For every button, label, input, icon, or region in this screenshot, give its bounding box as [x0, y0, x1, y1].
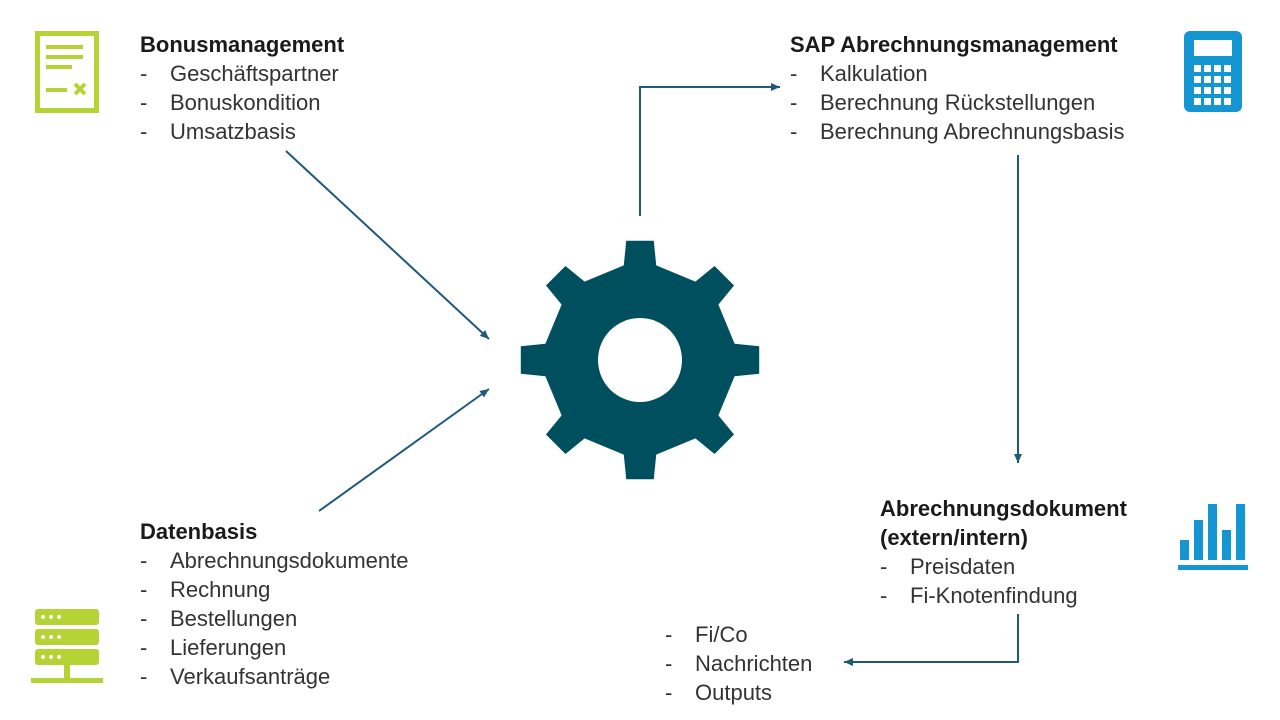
- bonus-title: Bonusmanagement: [140, 32, 345, 57]
- bonus-block: Bonusmanagement -Geschäftspartner -Bonus…: [140, 30, 344, 146]
- list-item: -Berechnung Rückstellungen: [790, 90, 1096, 115]
- list-item: -Lieferungen: [140, 635, 287, 660]
- list-item: -Kalkulation: [790, 61, 928, 86]
- calculator-icon: [1184, 31, 1242, 112]
- daten-block: Datenbasis -Abrechnungsdokumente -Rechnu…: [140, 517, 409, 691]
- list-item: -Bonuskondition: [140, 90, 321, 115]
- list-item: -Preisdaten: [880, 554, 1016, 579]
- list-item: -Outputs: [665, 680, 773, 705]
- arrow-bonus-to-gear: [285, 150, 490, 340]
- abr-title-line2: (extern/intern): [880, 525, 1028, 550]
- outputs-list: -Fi/Co -Nachrichten -Outputs: [665, 620, 812, 707]
- list-item: -Abrechnungsdokumente: [140, 548, 409, 573]
- gear-icon: [520, 240, 760, 480]
- list-item: -Berechnung Abrechnungsbasis: [790, 119, 1125, 144]
- arrow-daten-to-gear: [318, 388, 490, 512]
- list-item: -Nachrichten: [665, 651, 813, 676]
- list-item: -Verkaufsanträge: [140, 664, 331, 689]
- daten-list: -Abrechnungsdokumente -Rechnung -Bestell…: [140, 546, 409, 691]
- list-item: -Rechnung: [140, 577, 271, 602]
- sap-block: SAP Abrechnungsmanagement -Kalkulation -…: [790, 30, 1125, 146]
- bar-chart-icon: [1178, 504, 1248, 570]
- abr-block: Abrechnungsdokument (extern/intern) -Pre…: [880, 494, 1127, 610]
- server-icon: [31, 609, 103, 683]
- list-item: -Geschäftspartner: [140, 61, 339, 86]
- sap-list: -Kalkulation -Berechnung Rückstellungen …: [790, 59, 1125, 146]
- document-icon: [35, 31, 99, 113]
- abr-list: -Preisdaten -Fi-Knotenfindung: [880, 552, 1127, 610]
- list-item: -Bestellungen: [140, 606, 298, 631]
- arrow-gear-to-sap: [639, 83, 780, 216]
- sap-title: SAP Abrechnungsmanagement: [790, 32, 1118, 57]
- bonus-list: -Geschäftspartner -Bonuskondition -Umsat…: [140, 59, 344, 146]
- abr-title-line1: Abrechnungsdokument: [880, 496, 1127, 521]
- list-item: -Fi/Co: [665, 622, 748, 647]
- daten-title: Datenbasis: [140, 519, 258, 544]
- arrow-abr-to-outputs: [844, 614, 1019, 666]
- outputs-block: -Fi/Co -Nachrichten -Outputs: [665, 620, 812, 707]
- list-item: -Fi-Knotenfindung: [880, 583, 1078, 608]
- list-item: -Umsatzbasis: [140, 119, 296, 144]
